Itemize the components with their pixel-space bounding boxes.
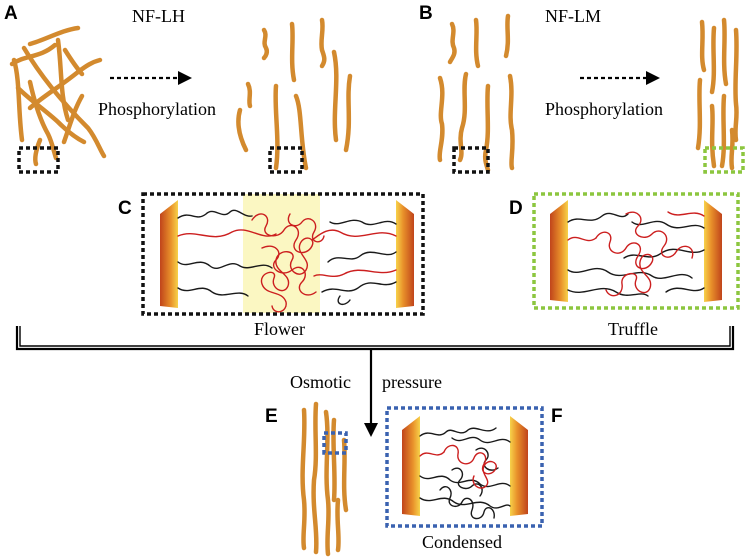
- panel-letter-b: B: [419, 3, 433, 24]
- bundled-filaments-b: [695, 17, 739, 171]
- arrow-b-head: [646, 71, 660, 85]
- condensed-chains: [419, 427, 511, 520]
- panel-a-title: NF-LH: [132, 6, 185, 26]
- merge-bracket: Osmotic pressure: [15, 326, 735, 437]
- panel-letter-c: C: [118, 198, 132, 219]
- panel-b-target-box: [703, 146, 745, 174]
- arrow-a-head: [178, 71, 192, 85]
- panel-b-title: NF-LM: [545, 6, 601, 26]
- condensed-left-wall: [402, 416, 420, 516]
- panel-f: F Condensed: [385, 406, 563, 552]
- panel-b: B NF-LM Phosphorylation: [419, 3, 745, 174]
- panel-a-arrow-label: Phosphorylation: [98, 99, 216, 119]
- merge-arrow-head: [364, 423, 378, 437]
- condensed-right-wall: [510, 416, 528, 516]
- truffle-right-wall: [704, 200, 722, 302]
- panel-c: C Flower: [118, 192, 425, 339]
- panel-letter-f: F: [551, 406, 563, 427]
- truffle-frame: [532, 192, 740, 310]
- condensed-frame: [385, 406, 544, 528]
- aligned-filaments-a: [236, 17, 353, 171]
- flower-left-wall: [160, 200, 178, 308]
- truffle-caption: Truffle: [608, 319, 658, 339]
- panel-letter-d: D: [509, 198, 523, 219]
- panel-e: E: [265, 401, 349, 557]
- panel-a-source-box: [17, 146, 60, 174]
- flower-right-wall: [396, 200, 414, 308]
- merge-label-pressure: pressure: [382, 372, 442, 392]
- panel-b-source-box: [452, 146, 490, 174]
- panel-letter-e: E: [265, 406, 278, 427]
- condensed-filaments-e: [300, 401, 349, 557]
- panel-d: D Truffle: [509, 192, 740, 339]
- panel-a: A NF-LH Phosphorylation: [4, 3, 353, 174]
- panel-e-source-box: [322, 431, 348, 455]
- panel-b-arrow-label: Phosphorylation: [545, 99, 663, 119]
- flower-chains: [177, 209, 397, 313]
- truffle-chains: [567, 211, 705, 297]
- flower-caption: Flower: [254, 319, 305, 339]
- tangled-filaments: [9, 25, 107, 167]
- condensed-caption: Condensed: [422, 532, 502, 552]
- flower-frame: [141, 192, 425, 316]
- merge-label-osmotic: Osmotic: [290, 372, 351, 392]
- truffle-left-wall: [550, 200, 568, 302]
- panel-a-target-box: [268, 146, 304, 174]
- panel-letter-a: A: [4, 3, 18, 24]
